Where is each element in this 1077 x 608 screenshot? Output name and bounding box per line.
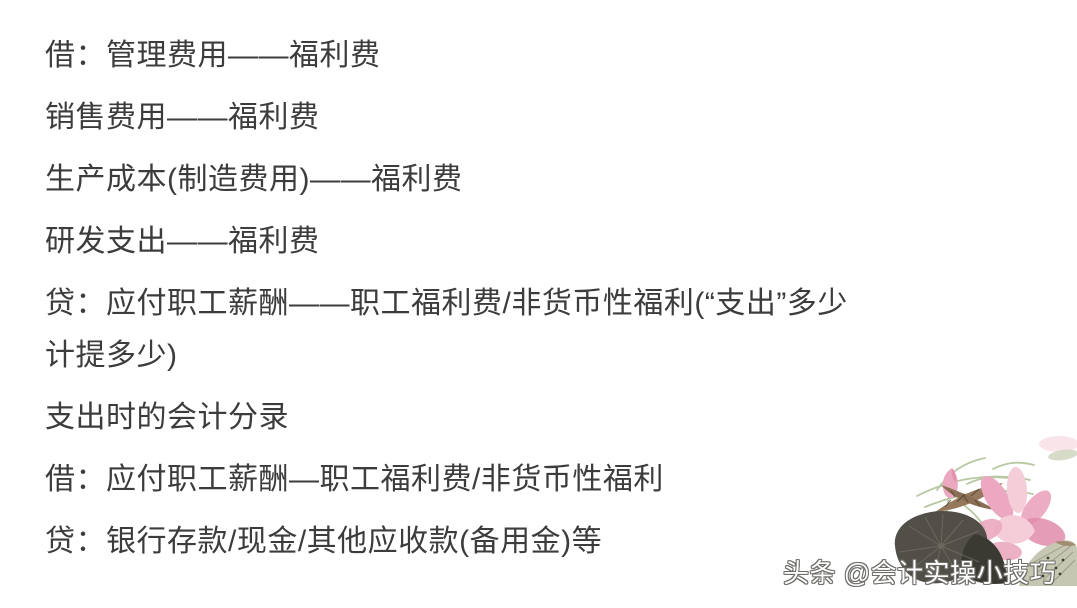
lotus-ink-painting	[894, 436, 1077, 586]
watermark-text: 头条 @会计实操小技巧	[783, 558, 1057, 588]
accrual-production-cost: 生产成本(制造费用)——福利费	[45, 163, 463, 196]
top-leaf-icon	[1048, 449, 1077, 461]
pale-leaf-icon	[1019, 540, 1077, 586]
accrual-rd-expenditure: 研发支出——福利费	[45, 225, 320, 258]
article-body: 借：管理费用——福利费 销售费用——福利费 生产成本(制造费用)——福利费 研发…	[45, 30, 1047, 578]
payment-debit-payable: 借：应付职工薪酬—职工福利费/非货币性福利	[45, 463, 664, 496]
accrual-credit-payable: 贷：应付职工薪酬——职工福利费/非货币性福利(“支出”多少 计提多少)	[45, 287, 848, 372]
section-heading-payment-entry: 支出时的会计分录	[45, 401, 289, 434]
leaf-veins-icon	[898, 513, 980, 581]
watermark: 头条 @会计实操小技巧	[783, 556, 1056, 590]
payment-credit-bank: 贷：银行存款/现金/其他应收款(备用金)等	[45, 525, 603, 558]
ink-leaf-icon	[894, 510, 1008, 584]
petal-wash-icon	[1039, 436, 1077, 452]
accrual-debit-admin-expense: 借：管理费用——福利费	[45, 39, 381, 72]
accrual-selling-expense: 销售费用——福利费	[45, 101, 320, 134]
